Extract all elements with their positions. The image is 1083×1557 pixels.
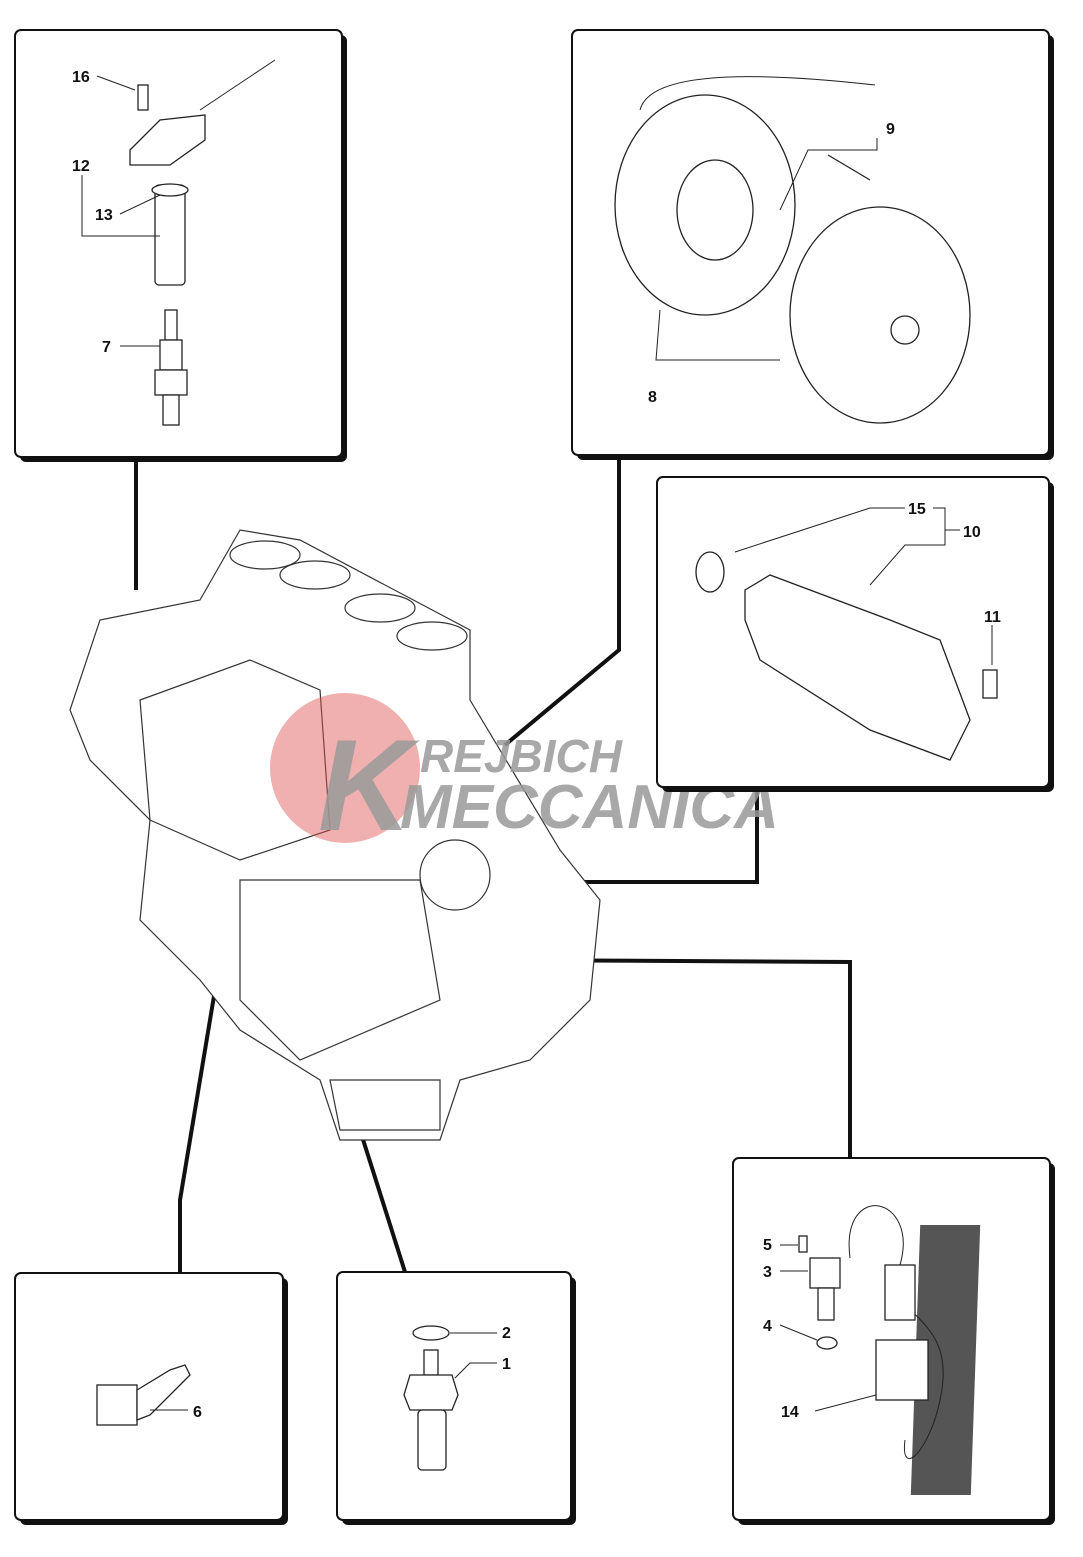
callout-9: 9 (886, 121, 895, 138)
connector-lines (134, 457, 852, 1273)
callout-8: 8 (648, 389, 657, 406)
callout-3: 3 (763, 1264, 772, 1281)
engine-illustration (69, 529, 601, 1141)
callout-7: 7 (102, 339, 111, 356)
panel-oil-pressure-switch: 2 1 (336, 1271, 576, 1525)
callout-1: 1 (502, 1356, 511, 1373)
panel-alternator: 9 8 (571, 29, 1054, 460)
callout-15: 15 (908, 501, 926, 518)
panel-speed-sensor: 5 3 4 14 (732, 1157, 1055, 1525)
panel-ignition-coil: 16 12 13 7 (14, 29, 347, 462)
callout-6: 6 (193, 1404, 202, 1421)
svg-text:REJBICH: REJBICH (420, 730, 623, 782)
callout-11: 11 (984, 609, 1001, 626)
callout-14: 14 (781, 1404, 799, 1421)
callout-16: 16 (72, 69, 90, 86)
callout-13: 13 (95, 207, 113, 224)
callout-12: 12 (72, 158, 90, 175)
svg-text:K: K (318, 712, 420, 858)
callout-4: 4 (763, 1318, 772, 1335)
panel-temperature-sensor: 6 (14, 1272, 288, 1525)
callout-10: 10 (963, 524, 981, 541)
callout-5: 5 (763, 1237, 772, 1254)
callout-2: 2 (502, 1325, 511, 1342)
panel-starter-motor: 15 10 11 (656, 476, 1054, 792)
